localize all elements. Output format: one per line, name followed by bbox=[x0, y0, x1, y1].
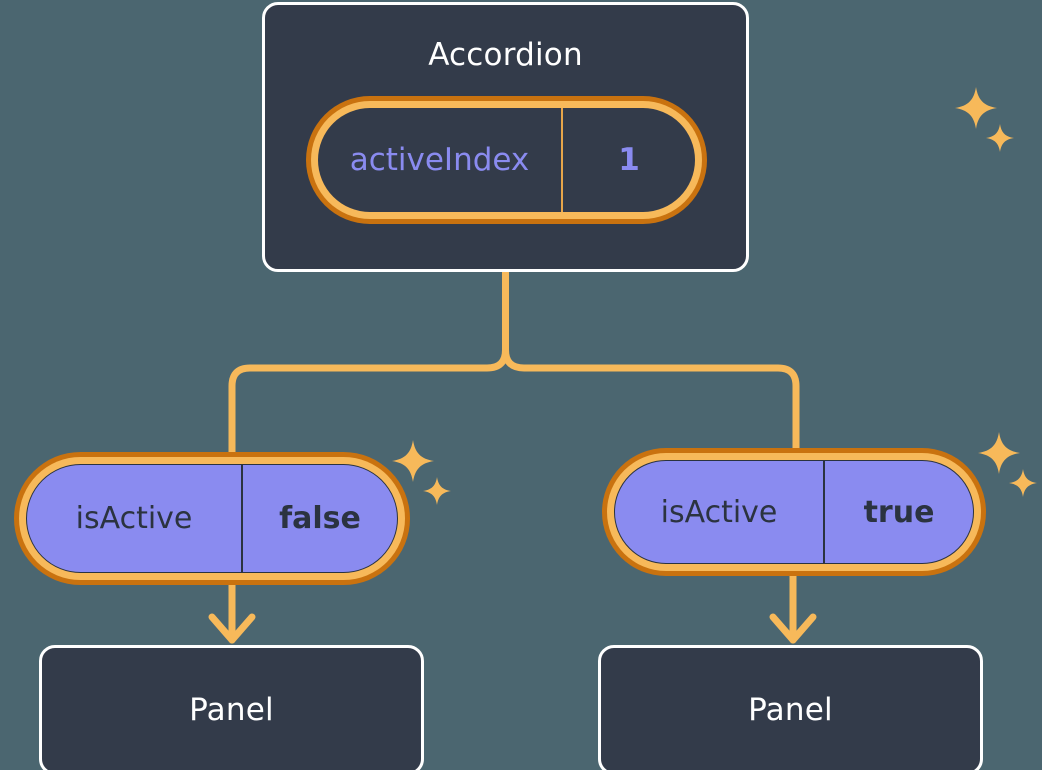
pill-inner-ring: isActive true bbox=[607, 453, 981, 571]
sparkle-four-point-small-icon bbox=[423, 477, 451, 505]
prop-key-label: isActive bbox=[75, 501, 193, 536]
pill-content: isActive false bbox=[26, 464, 398, 573]
pill-inner-ring: isActive false bbox=[19, 457, 405, 580]
connector-branch-left bbox=[228, 346, 509, 456]
sparkle-decoration-right bbox=[978, 432, 1042, 502]
sparkle-four-point-large-icon bbox=[392, 440, 434, 482]
connector-branch-right bbox=[502, 346, 800, 452]
prop-pill-is-active-true[interactable]: isActive true bbox=[602, 448, 986, 576]
state-value-label: 1 bbox=[618, 142, 640, 178]
sparkle-four-point-large-icon bbox=[955, 87, 997, 129]
state-key-label: activeIndex bbox=[349, 142, 530, 178]
prop-value-label: false bbox=[279, 501, 361, 536]
pill-divider bbox=[561, 108, 563, 212]
panel-component-card-right[interactable]: Panel bbox=[598, 645, 983, 770]
panel-title-right: Panel bbox=[748, 692, 833, 728]
pill-content: activeIndex 1 bbox=[318, 108, 695, 212]
prop-value-label: true bbox=[863, 494, 935, 530]
state-pill-active-index[interactable]: activeIndex 1 bbox=[306, 96, 707, 224]
sparkle-four-point-small-icon bbox=[986, 124, 1014, 152]
panel-component-card-left[interactable]: Panel bbox=[39, 645, 424, 770]
pill-content: isActive true bbox=[614, 460, 974, 564]
sparkle-four-point-small-icon bbox=[1009, 469, 1037, 497]
pill-divider bbox=[241, 465, 243, 572]
prop-pill-is-active-false[interactable]: isActive false bbox=[14, 452, 410, 585]
arrow-head-left bbox=[208, 613, 256, 644]
accordion-title: Accordion bbox=[428, 37, 583, 73]
prop-key-label: isActive bbox=[660, 494, 778, 530]
pill-inner-ring: activeIndex 1 bbox=[311, 101, 702, 219]
sparkle-four-point-large-icon bbox=[978, 432, 1020, 474]
sparkle-decoration-accordion bbox=[955, 87, 1019, 157]
arrow-head-right bbox=[769, 613, 817, 644]
panel-title-left: Panel bbox=[189, 692, 274, 728]
pill-divider bbox=[823, 461, 825, 563]
